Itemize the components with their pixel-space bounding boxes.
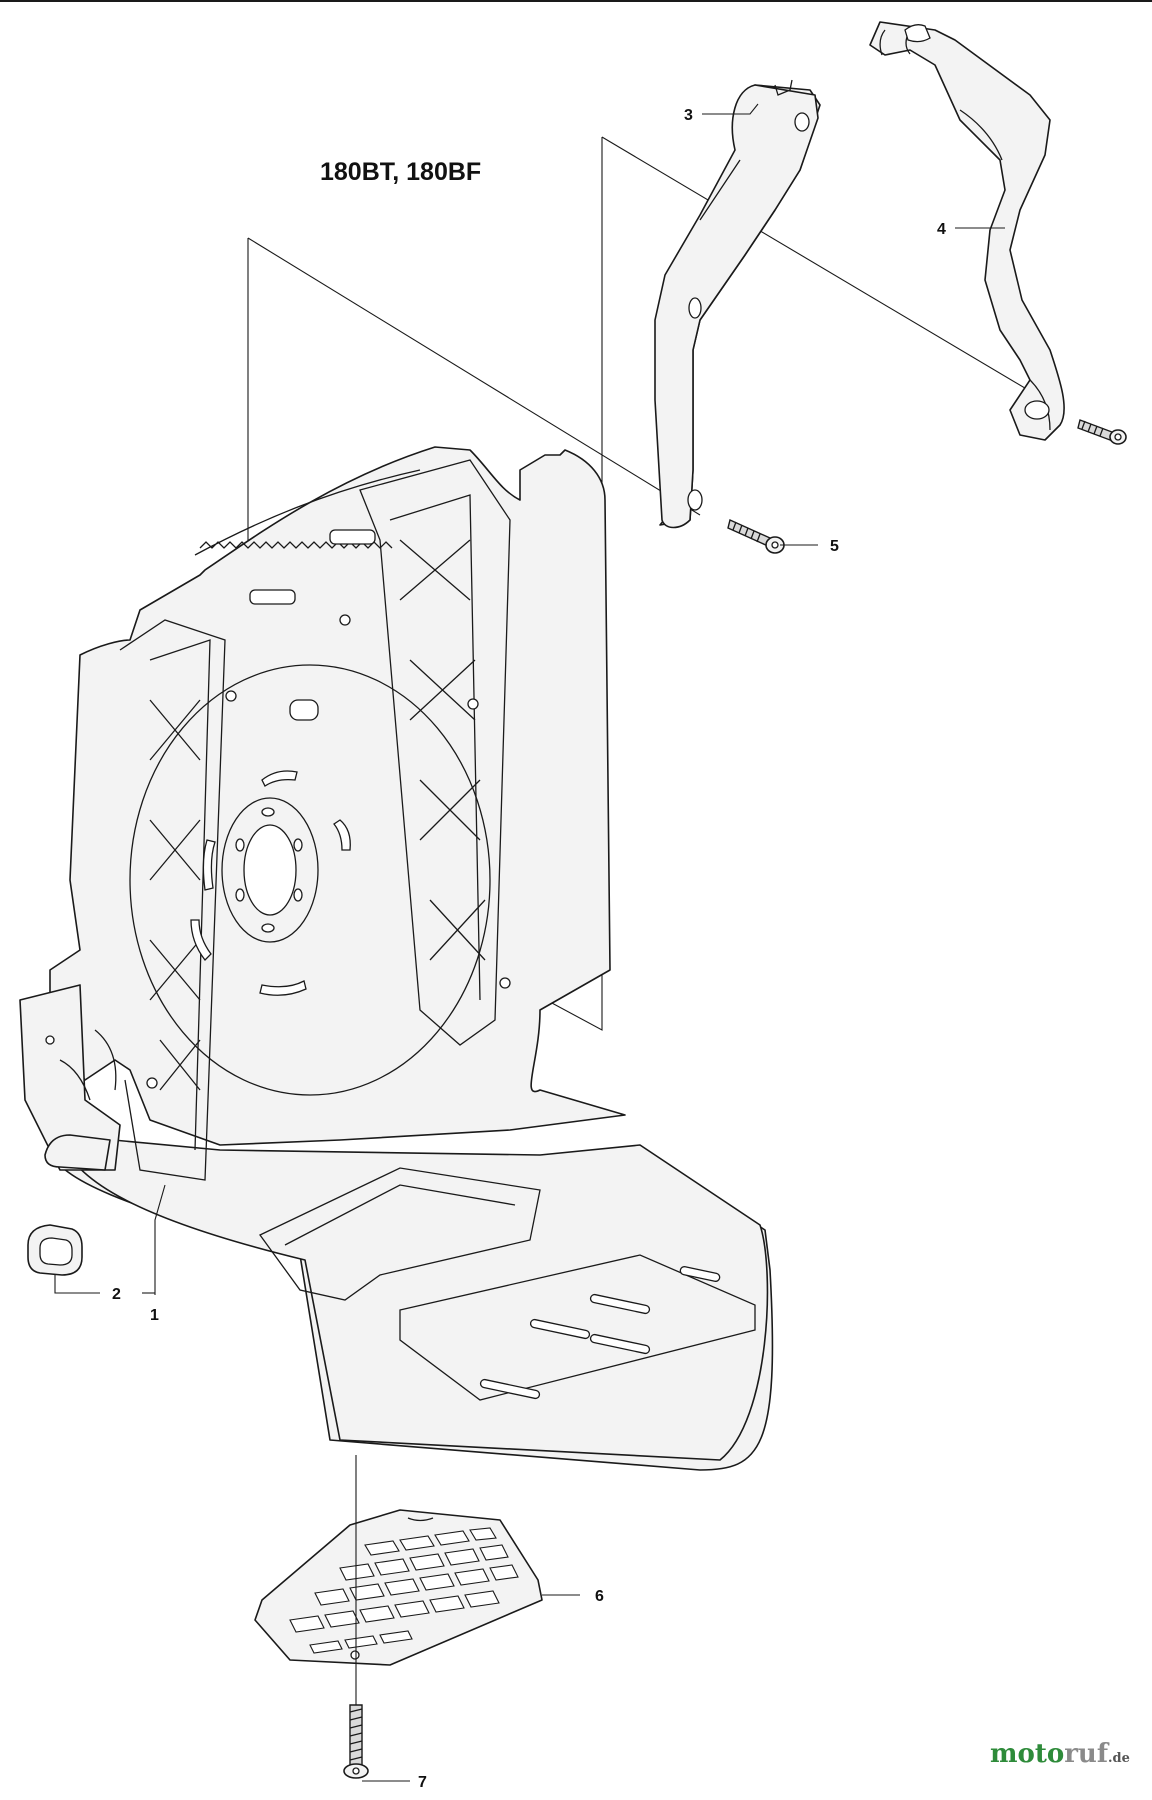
watermark-suffix: .de [1108,1751,1130,1766]
svg-text:motoruf.de: motoruf.de [990,1739,1130,1769]
screw-part-5 [727,519,785,554]
model-title: 180BT, 180BF [320,158,481,186]
back-frame-part [19,446,774,1471]
callout-3: 3 [684,107,693,124]
callout-5: 5 [830,538,839,555]
leader-lines [54,103,1005,1782]
screw-arm-4 [1077,419,1127,445]
callout-7: 7 [418,1774,427,1791]
callouts: 3 4 5 2 1 6 7 [112,107,946,1791]
watermark-logo: motoruf.de [990,1739,1130,1769]
screw-part-7 [343,1704,369,1779]
grommet-part [27,1224,83,1276]
callout-1: 1 [150,1307,159,1324]
arm-part-3 [654,79,821,529]
watermark-brand-b: ruf [1064,1739,1110,1769]
watermark-brand-a: moto [990,1739,1064,1769]
callout-4: 4 [937,221,946,238]
callout-2: 2 [112,1286,121,1303]
grille-part-6 [254,1509,543,1666]
callout-6: 6 [595,1588,604,1605]
arm-part-4 [869,21,1065,441]
